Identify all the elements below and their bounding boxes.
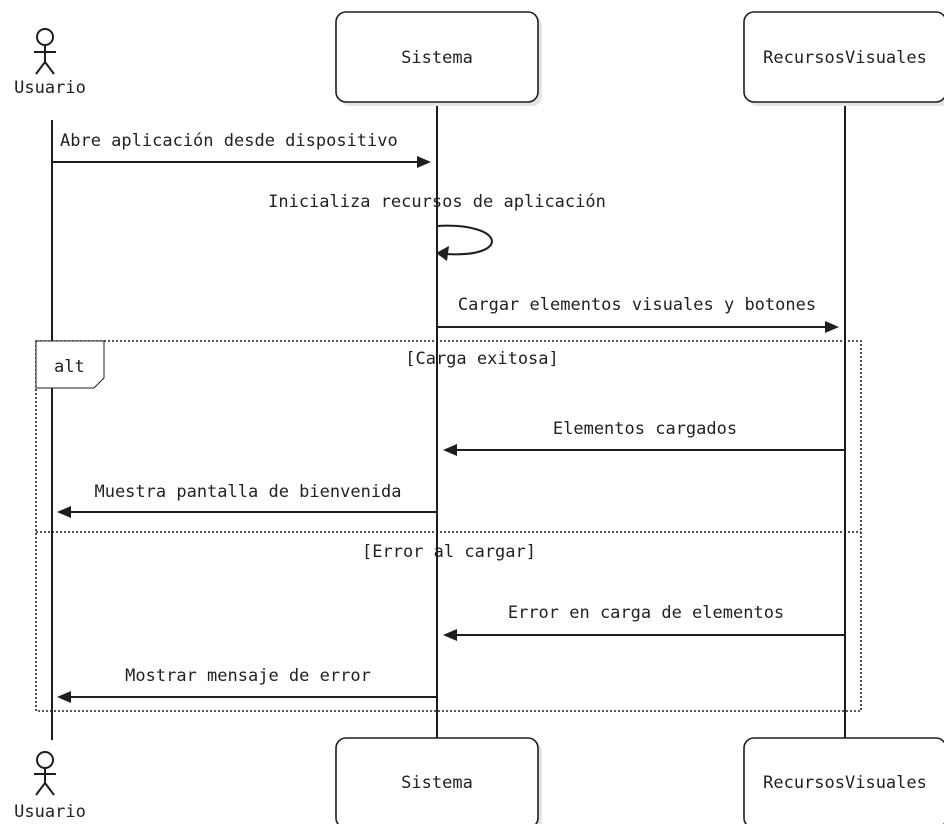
participant-sistema-bottom-label: Sistema	[401, 773, 473, 793]
message-abre-aplicacion-label: Abre aplicación desde dispositivo	[60, 131, 398, 151]
alt-fragment-tab	[35, 340, 105, 389]
message-error-carga-label: Error en carga de elementos	[508, 603, 784, 623]
participant-recursos-top-label: RecursosVisuales	[763, 48, 927, 68]
participant-sistema-bottom: Sistema	[335, 737, 542, 824]
participant-sistema-top: Sistema	[335, 11, 542, 106]
message-mostrar-error: Mostrar mensaje de error	[57, 666, 437, 703]
message-error-carga: Error en carga de elementos	[443, 603, 845, 641]
message-cargar-elementos-label: Cargar elementos visuales y botones	[458, 295, 816, 315]
alt-fragment: alt [Carga exitosa] [Error al cargar]	[35, 340, 862, 712]
alt-guard-success: [Carga exitosa]	[405, 349, 559, 369]
message-cargar-elementos: Cargar elementos visuales y botones	[437, 295, 839, 333]
message-muestra-bienvenida: Muestra pantalla de bienvenida	[57, 482, 437, 518]
actor-icon	[34, 28, 56, 75]
participant-recursos-bottom-label: RecursosVisuales	[763, 773, 927, 793]
actor-usuario-bottom: Usuario	[14, 751, 86, 822]
message-inicializa-recursos: Inicializa recursos de aplicación	[268, 192, 606, 261]
message-abre-aplicacion: Abre aplicación desde dispositivo	[52, 131, 431, 168]
message-elementos-cargados: Elementos cargados	[443, 419, 845, 456]
message-elementos-cargados-label: Elementos cargados	[553, 419, 737, 439]
participant-recursos-bottom: RecursosVisuales	[743, 737, 944, 824]
actor-usuario-top-label: Usuario	[14, 78, 86, 98]
alt-operator-label: alt	[54, 357, 85, 377]
alt-guard-error: [Error al cargar]	[362, 542, 536, 562]
alt-fragment-frame	[35, 340, 862, 712]
message-inicializa-recursos-label: Inicializa recursos de aplicación	[268, 192, 606, 212]
actor-usuario-top: Usuario	[14, 28, 86, 98]
participant-sistema-top-label: Sistema	[401, 48, 473, 68]
message-mostrar-error-label: Mostrar mensaje de error	[125, 666, 371, 686]
actor-icon	[34, 751, 56, 796]
message-muestra-bienvenida-label: Muestra pantalla de bienvenida	[94, 482, 401, 502]
actor-usuario-bottom-label: Usuario	[14, 802, 86, 822]
participant-recursos-top: RecursosVisuales	[743, 11, 944, 106]
